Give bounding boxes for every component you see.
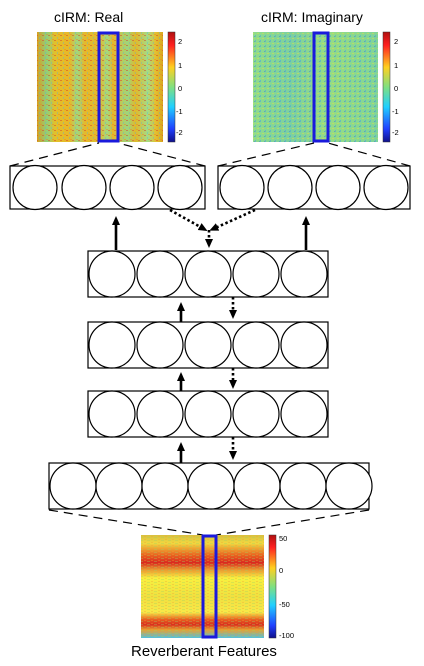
neuron	[136, 390, 184, 438]
real-mask-spectrogram	[37, 31, 163, 143]
neuron	[325, 462, 373, 510]
imag-mask-spectrogram	[253, 31, 378, 143]
neuron	[88, 390, 136, 438]
output-layer-imag	[217, 164, 411, 211]
real-colorbar	[167, 31, 176, 143]
feedback-arrows	[169, 208, 256, 460]
neuron	[184, 321, 232, 369]
imag-colorbar	[382, 31, 391, 143]
input-spectrogram	[141, 534, 264, 639]
svg-text:-2: -2	[392, 128, 399, 137]
neuron	[315, 164, 361, 211]
neuron	[136, 250, 184, 298]
imag-colorbar-ticks: 2 1 0 -1 -2	[392, 37, 399, 137]
forward-arrows	[112, 216, 310, 463]
neuron	[219, 164, 265, 211]
neuron	[232, 321, 280, 369]
neuron	[267, 164, 313, 211]
hidden-layer-2	[87, 321, 329, 369]
output-layer-real	[9, 164, 206, 211]
neuron	[184, 390, 232, 438]
input-title: Reverberant Features	[131, 643, 277, 660]
neuron	[279, 462, 327, 510]
real-highlight-frame	[97, 31, 120, 143]
neuron	[280, 321, 328, 369]
neuron	[157, 164, 203, 211]
input-layer	[48, 462, 373, 510]
hidden-layer-3	[87, 250, 329, 298]
neuron	[280, 390, 328, 438]
svg-text:1: 1	[394, 61, 398, 70]
hidden-layer-1	[87, 390, 329, 438]
neuron	[61, 164, 107, 211]
neuron	[95, 462, 143, 510]
real-colorbar-ticks: 2 1 0 -1 -2	[176, 37, 183, 137]
imag-highlight-frame	[312, 31, 330, 143]
neuron	[184, 250, 232, 298]
neuron	[88, 250, 136, 298]
svg-text:-1: -1	[176, 107, 183, 116]
svg-text:2: 2	[178, 37, 182, 46]
svg-text:-2: -2	[176, 128, 183, 137]
neuron	[232, 390, 280, 438]
svg-text:1: 1	[178, 61, 182, 70]
svg-text:-1: -1	[392, 107, 399, 116]
svg-text:2: 2	[394, 37, 398, 46]
neuron	[136, 321, 184, 369]
output-projection-lines	[9, 142, 411, 167]
neuron	[49, 462, 97, 510]
input-colorbar-ticks: 50 0 -50 -100	[279, 534, 294, 640]
neuron	[12, 164, 58, 211]
svg-text:0: 0	[178, 84, 182, 93]
real-title: cIRM: Real	[54, 9, 124, 25]
input-colorbar	[268, 534, 277, 639]
neuron	[232, 250, 280, 298]
neuron	[187, 462, 235, 510]
neuron	[88, 321, 136, 369]
input-projection-lines	[48, 509, 370, 536]
svg-text:50: 50	[279, 534, 287, 543]
neuron	[280, 250, 328, 298]
svg-text:-50: -50	[279, 600, 290, 609]
neuron	[141, 462, 189, 510]
svg-text:-100: -100	[279, 631, 294, 640]
neuron	[363, 164, 409, 211]
imaginary-title: cIRM: Imaginary	[261, 9, 363, 25]
neuron	[233, 462, 281, 510]
svg-text:0: 0	[394, 84, 398, 93]
svg-text:0: 0	[279, 566, 283, 575]
input-highlight-frame	[201, 534, 218, 639]
neuron	[109, 164, 155, 211]
